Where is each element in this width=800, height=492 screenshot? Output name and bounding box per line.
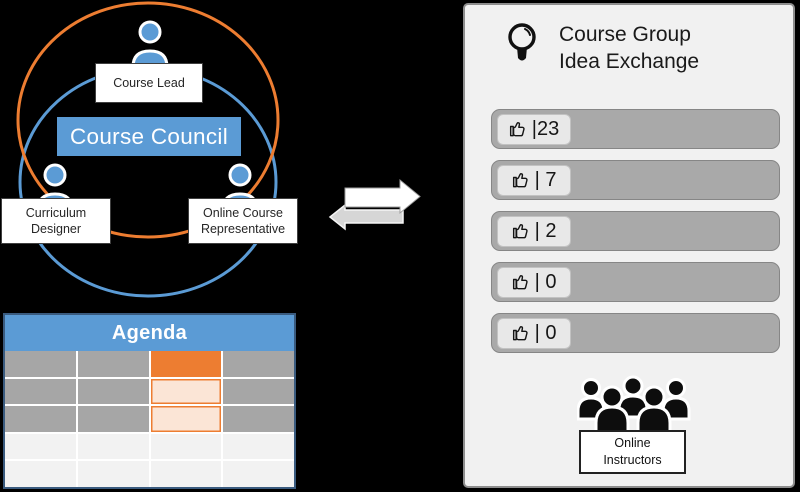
vote-chip: | 0 bbox=[497, 266, 571, 298]
idea-list: |23 | 7 bbox=[491, 109, 780, 364]
exchange-arrows-icon bbox=[328, 178, 421, 231]
vote-chip: | 2 bbox=[497, 215, 571, 247]
agenda-body bbox=[5, 351, 294, 487]
vote-count: | 0 bbox=[534, 321, 557, 344]
designer-line2: Designer bbox=[30, 222, 82, 236]
panel-title: Course Group Idea Exchange bbox=[559, 21, 699, 75]
agenda-cell bbox=[223, 378, 294, 405]
agenda-cell bbox=[77, 406, 149, 432]
agenda-cell bbox=[223, 433, 294, 460]
thumbs-up-icon bbox=[512, 326, 528, 341]
vote-count: | 0 bbox=[534, 270, 557, 293]
thumbs-up-icon bbox=[512, 173, 528, 188]
lightbulb-icon bbox=[508, 23, 536, 61]
vote-count: | 7 bbox=[534, 168, 557, 191]
agenda-cell bbox=[150, 378, 222, 405]
representative-line1: Online Course bbox=[203, 206, 283, 220]
idea-vote-button[interactable]: | 0 bbox=[491, 262, 780, 302]
representative-line2: Representative bbox=[200, 222, 286, 236]
idea-vote-button[interactable]: | 7 bbox=[491, 160, 780, 200]
agenda-cell bbox=[150, 351, 222, 377]
idea-exchange-panel: Course Group Idea Exchange |23 bbox=[463, 3, 795, 488]
agenda-cell bbox=[5, 378, 76, 405]
panel-title-line1: Course Group bbox=[559, 23, 691, 46]
course-council-text: Course Council bbox=[69, 123, 229, 149]
agenda-cell bbox=[150, 406, 222, 432]
agenda-cell bbox=[77, 351, 149, 377]
idea-vote-button[interactable]: |23 bbox=[491, 109, 780, 149]
vote-chip: | 7 bbox=[497, 164, 571, 196]
agenda-cell bbox=[77, 461, 149, 487]
course-lead-text: Course Lead bbox=[113, 76, 185, 90]
curriculum-designer-label: Curriculum Designer bbox=[1, 198, 111, 244]
panel-title-line2: Idea Exchange bbox=[559, 50, 700, 73]
online-instructors-label: Online Instructors bbox=[579, 430, 686, 474]
idea-vote-button[interactable]: | 0 bbox=[491, 313, 780, 353]
vote-count: | 2 bbox=[534, 219, 557, 242]
thumbs-up-icon bbox=[509, 122, 525, 137]
agenda-cell bbox=[77, 433, 149, 460]
agenda-cell bbox=[223, 406, 294, 432]
agenda-cell bbox=[223, 461, 294, 487]
agenda-cell bbox=[5, 433, 76, 460]
agenda-cell bbox=[150, 461, 222, 487]
course-council-title: Course Council bbox=[57, 117, 241, 156]
online-instructors-group-icon bbox=[577, 375, 691, 433]
course-lead-label: Course Lead bbox=[95, 63, 203, 103]
agenda-cell bbox=[77, 378, 149, 405]
vote-count: |23 bbox=[531, 117, 560, 140]
agenda-title: Agenda bbox=[111, 321, 188, 344]
agenda-cell bbox=[5, 406, 76, 432]
vote-chip: |23 bbox=[497, 113, 571, 145]
thumbs-up-icon bbox=[512, 224, 528, 239]
thumbs-up-icon bbox=[512, 275, 528, 290]
vote-chip: | 0 bbox=[497, 317, 571, 349]
agenda-table: Agenda bbox=[3, 313, 296, 489]
agenda-cell bbox=[223, 351, 294, 377]
agenda-cell bbox=[5, 461, 76, 487]
agenda-header: Agenda bbox=[5, 315, 294, 351]
idea-vote-button[interactable]: | 2 bbox=[491, 211, 780, 251]
designer-line1: Curriculum bbox=[25, 206, 87, 220]
agenda-cell bbox=[150, 433, 222, 460]
instructors-line2: Instructors bbox=[603, 453, 662, 467]
instructors-line1: Online bbox=[614, 436, 651, 450]
agenda-cell bbox=[5, 351, 76, 377]
online-course-representative-label: Online Course Representative bbox=[188, 198, 298, 244]
